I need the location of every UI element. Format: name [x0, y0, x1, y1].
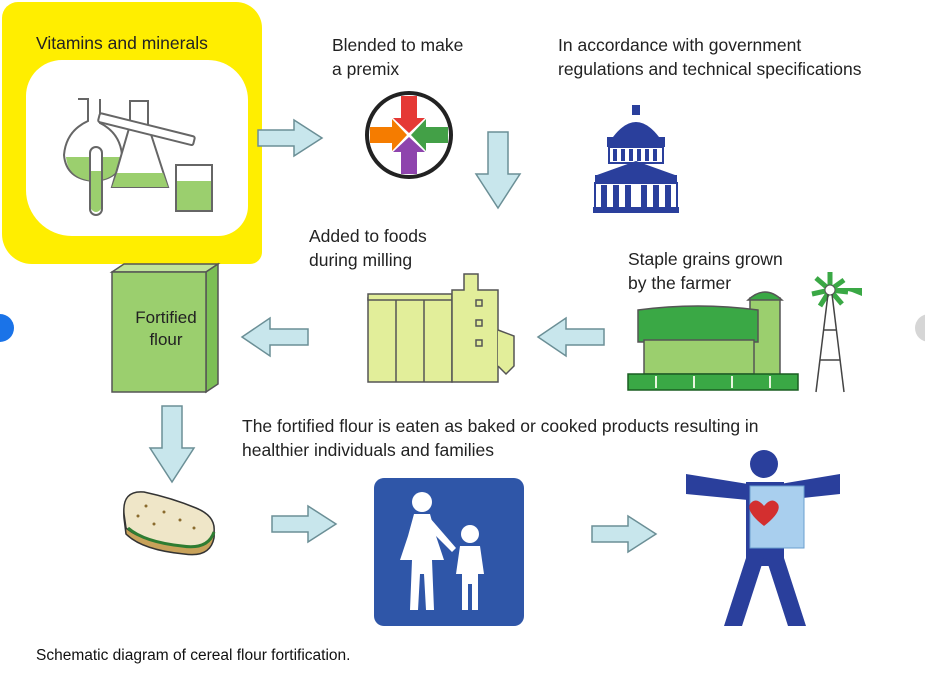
- label-vitamins-minerals: Vitamins and minerals: [36, 33, 208, 53]
- arrow-right-3: [591, 514, 658, 554]
- flour-bag-label: Fortified flour: [135, 308, 197, 349]
- windmill-icon: [811, 272, 862, 393]
- arrow-left-2: [240, 316, 309, 358]
- healthy-person-icon: [686, 450, 840, 626]
- arrow-right-1: [257, 118, 324, 158]
- next-slide-button[interactable]: [915, 314, 925, 342]
- label-fortified-flour-eaten: The fortified flour is eaten as baked or…: [242, 416, 759, 460]
- flour-bag-icon: [109, 262, 221, 394]
- figure-caption: Schematic diagram of cereal flour fortif…: [36, 647, 351, 664]
- farm-barn-icon: [627, 291, 799, 391]
- premix-compass-icon: [365, 91, 453, 179]
- lab-glassware-icon: [62, 98, 213, 216]
- previous-slide-button[interactable]: [0, 314, 14, 342]
- arrow-down-1: [474, 131, 522, 210]
- arrow-right-2: [271, 504, 338, 544]
- arrow-left-1: [536, 316, 605, 358]
- label-added-to-foods: Added to foods during milling: [309, 226, 427, 270]
- grain-mill-icon: [367, 273, 515, 383]
- label-premix: Blended to make a premix: [332, 35, 464, 79]
- mother-child-sign-icon: [374, 478, 524, 626]
- bread-sandwich-icon: [123, 491, 216, 556]
- label-government: In accordance with government regulation…: [558, 35, 862, 79]
- capitol-building-icon: [593, 105, 679, 213]
- label-staple-grains: Staple grains grown by the farmer: [628, 249, 783, 293]
- arrow-down-2: [148, 405, 196, 484]
